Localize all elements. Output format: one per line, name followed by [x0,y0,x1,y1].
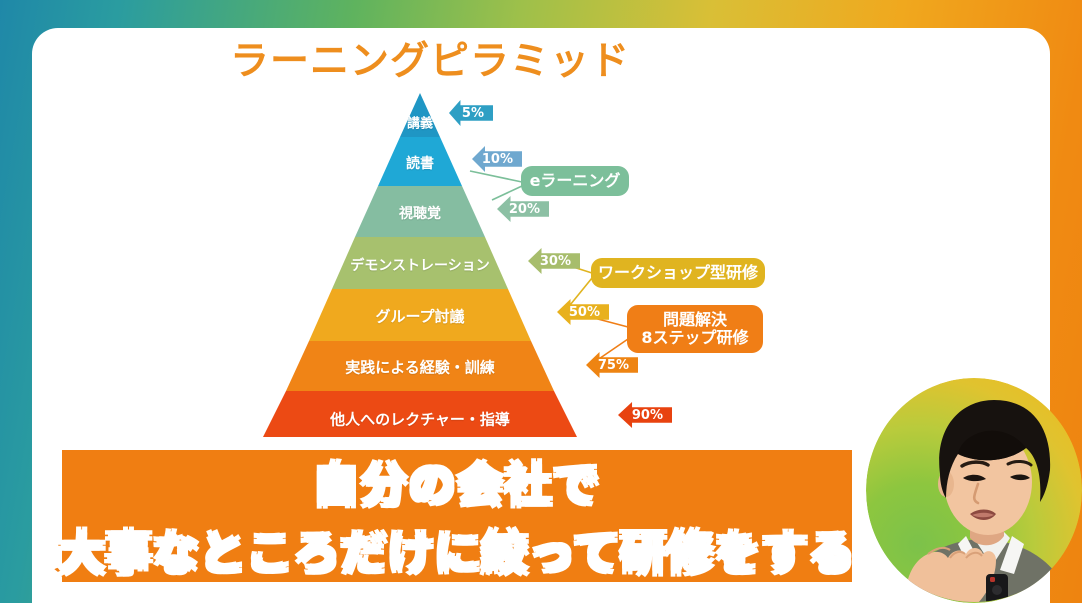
callout-badge-problem-solving[interactable]: 問題解決 8ステップ研修 [627,305,763,353]
presenter-figure [902,400,1066,602]
callout-label-problem-line1: 問題解決 [662,310,727,330]
page-title: ラーニングピラミッド [229,39,630,84]
callout-badge-elearning[interactable]: eラーニング [521,166,629,196]
pyramid-layer-label-1: 読書 [406,156,434,172]
banner-line-1-text: 自分の会社で [311,456,602,515]
pyramid-layer-label-2: 視聴覚 [399,206,441,222]
presenter-video-bubble [866,378,1082,603]
pyramid-layer-label-3: デモンストレーション [350,258,490,274]
callout-label-workshop: ワークショップ型研修 [597,263,758,283]
pyramid-layer-label-5: 実践による経験・訓練 [345,358,495,377]
banner-line-2: 大事なところだけに絞って研修をする [56,517,857,583]
banner-line-1: 自分の会社で [311,449,602,515]
pyramid-layer-label-6: 他人へのレクチャー・指導 [330,410,510,429]
pyramid-layer-label-0: 講義 [406,116,434,132]
callout-badge-workshop[interactable]: ワークショップ型研修 [591,258,765,288]
bottom-banner: 自分の会社で 大事なところだけに絞って研修をする [56,449,857,583]
banner-line-2-text: 大事なところだけに絞って研修をする [56,524,857,583]
pyramid-layer-label-4: グループ討議 [375,307,465,326]
callout-label-problem-line2: 8ステップ研修 [641,328,749,347]
callout-label-elearning: eラーニング [529,171,621,191]
